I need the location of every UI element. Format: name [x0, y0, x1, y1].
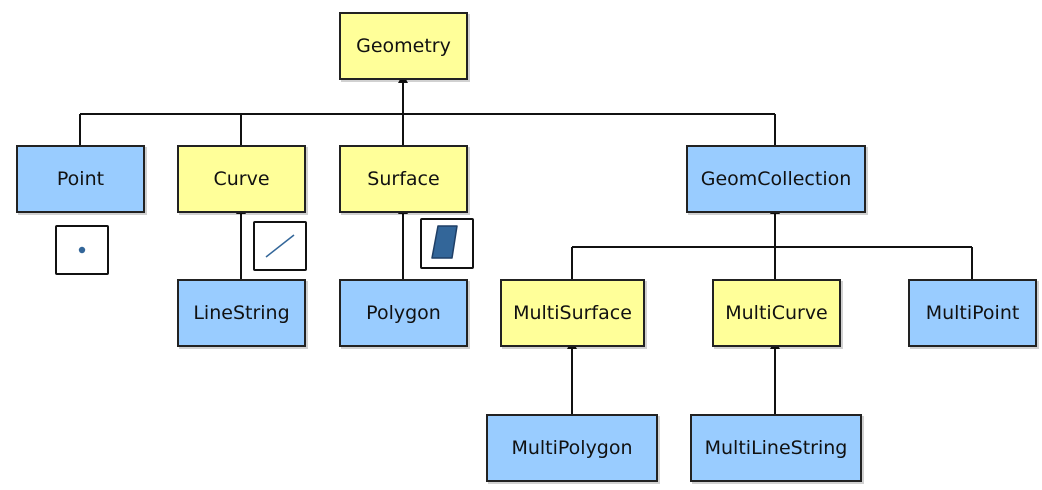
node-multisurface: MultiSurface: [500, 279, 645, 347]
line-icon: [253, 221, 307, 271]
node-linestring: LineString: [177, 279, 306, 347]
node-polygon: Polygon: [339, 279, 468, 347]
polygon-icon: [420, 218, 474, 269]
point-icon: [55, 225, 109, 275]
node-multilinestring: MultiLineString: [690, 414, 862, 482]
node-multipolygon: MultiPolygon: [486, 414, 658, 482]
node-multicurve: MultiCurve: [712, 279, 841, 347]
node-surface: Surface: [339, 145, 468, 213]
node-curve: Curve: [177, 145, 306, 213]
node-geomcollection: GeomCollection: [686, 145, 866, 213]
node-geometry: Geometry: [339, 12, 468, 80]
node-point: Point: [16, 145, 145, 213]
node-multipoint: MultiPoint: [908, 279, 1037, 347]
